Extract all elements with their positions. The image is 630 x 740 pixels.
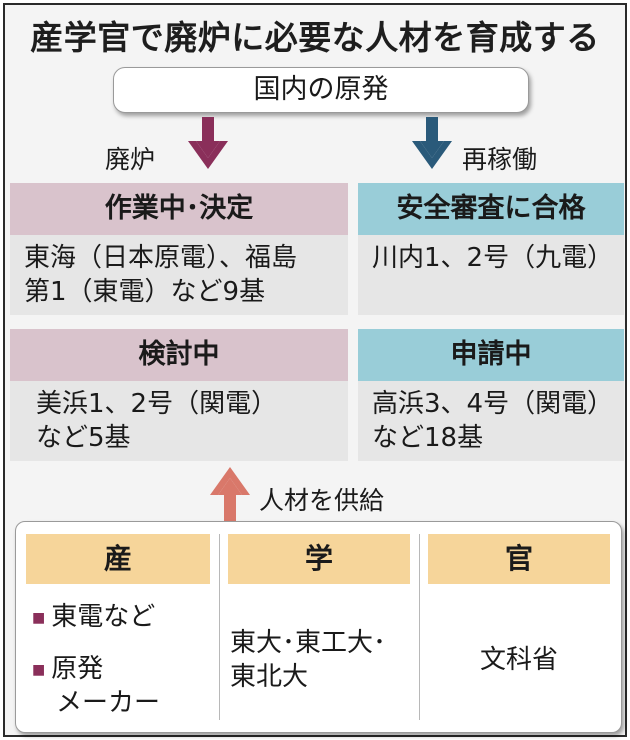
passed-line-1: 川内1、2号（九電）	[372, 243, 614, 273]
applying-line-2: など18基	[372, 423, 484, 453]
decided-line-1: 東海（日本原電）、福島	[24, 243, 298, 273]
applying-body: 高浜3、4号（関電） など18基	[358, 381, 624, 461]
considering-line-2: など5基	[36, 423, 131, 453]
decommission-label: 廃炉	[105, 145, 156, 174]
government-line-1: 文科省	[479, 645, 558, 675]
academia-line-1: 東大･東工大･	[230, 628, 387, 658]
government-header: 官	[428, 534, 610, 584]
applying-line-1: 高浜3、4号（関電）	[372, 389, 614, 419]
decided-body: 東海（日本原電）、福島 第1（東電）など9基	[10, 235, 348, 315]
decommission-arrow	[188, 117, 228, 169]
bullet-square-icon: ■	[32, 609, 46, 626]
considering-body: 美浜1、2号（関電） など5基	[10, 381, 348, 461]
passed-body: 川内1、2号（九電）	[358, 235, 624, 315]
passed-header: 安全審査に合格	[358, 183, 624, 235]
industry-item-1: ■東電など	[32, 602, 156, 632]
considering-line-1: 美浜1、2号（関電）	[36, 389, 278, 419]
academia-line-2: 東北大	[230, 662, 309, 692]
decided-line-2: 第1（東電）など9基	[24, 277, 266, 307]
diagram-frame: 産学官で廃炉に必要な人材を育成する 国内の原発 廃炉 再稼働 作業中･決定 東海…	[3, 3, 627, 737]
restart-label: 再稼働	[462, 145, 538, 174]
considering-header: 検討中	[10, 329, 348, 381]
column-divider	[219, 534, 220, 720]
academia-header: 学	[228, 534, 410, 584]
supply-label: 人材を供給	[259, 486, 385, 515]
decided-header: 作業中･決定	[10, 183, 348, 235]
applying-header: 申請中	[358, 329, 624, 381]
industry-item-2: ■原発	[32, 654, 104, 684]
industry-item-2-cont: メーカー	[56, 688, 161, 718]
industry-academia-government-box: 産 学 官 ■東電など ■原発 メーカー 東大･東工大･ 東北大 文科省	[15, 521, 622, 733]
restart-arrow	[412, 117, 452, 169]
column-divider	[419, 534, 420, 720]
bullet-square-icon: ■	[32, 661, 46, 678]
supply-arrow	[210, 467, 250, 525]
industry-header: 産	[26, 534, 210, 584]
diagram-title: 産学官で廃炉に必要な人材を育成する	[30, 18, 600, 57]
domestic-plants-box: 国内の原発	[113, 67, 529, 113]
